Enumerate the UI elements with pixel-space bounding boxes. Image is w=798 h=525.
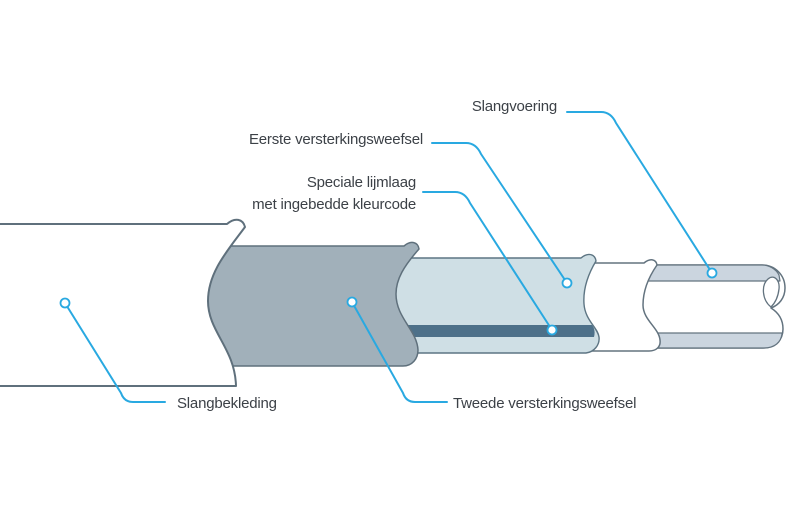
callout-dot-tweede-versterkingsweefsel: [346, 296, 358, 308]
lining-bottom-band: [634, 332, 783, 349]
callout-line-eerste-versterkingsweefsel: [431, 142, 568, 284]
label-slangbekleding: Slangbekleding: [177, 395, 277, 412]
second-fabric-layer: [204, 241, 420, 367]
label-tweede-versterkingsweefsel: Tweede versterkingsweefsel: [453, 395, 637, 412]
callout-line-tweede-versterkingsweefsel: [351, 301, 448, 403]
label-eerste-versterkingsweefsel: Eerste versterkingsweefsel: [248, 131, 423, 148]
lining-tube: [634, 264, 786, 349]
callout-line-slangbekleding: [64, 302, 166, 403]
label-speciale-lijmlaag-line1: Speciale lijmlaag: [306, 174, 416, 191]
callout-dot-eerste-versterkingsweefsel: [561, 277, 573, 289]
label-speciale-lijmlaag-line2: met ingebedde kleurcode: [252, 196, 416, 213]
glue-stripe: [380, 325, 595, 337]
label-speciale-lijmlaag: Speciale lijmlaag met ingebedde kleurcod…: [252, 172, 416, 216]
callout-line-speciale-lijmlaag: [422, 191, 553, 331]
label-slangvoering: Slangvoering: [471, 98, 557, 115]
callout-dot-speciale-lijmlaag: [546, 324, 558, 336]
tube-end-curl: [762, 276, 780, 308]
callout-line-slangvoering: [566, 111, 713, 274]
cover-layer: [0, 218, 246, 387]
callout-dot-slangvoering: [706, 267, 718, 279]
callout-dot-slangbekleding: [59, 297, 71, 309]
